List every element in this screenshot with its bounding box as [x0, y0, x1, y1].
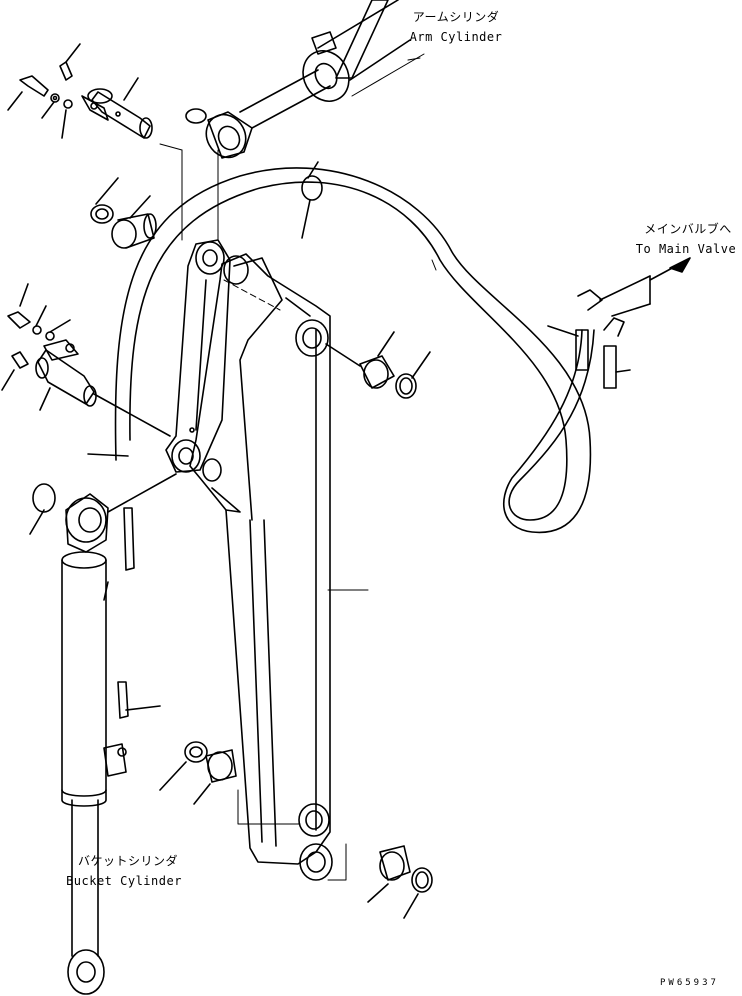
top-pin-and-fasteners: [7, 43, 153, 139]
lower-bushings: [159, 741, 433, 919]
bucket-cylinder-label-en: Bucket Cylinder: [66, 874, 182, 888]
drawing-code: PW65937: [660, 978, 719, 988]
middle-pin-and-fasteners: [1, 283, 171, 437]
arm-cylinder-label-jp: アームシリンダ: [412, 10, 500, 24]
bucket-cylinder-label-jp: バケットシリンダ: [77, 854, 178, 868]
bucket-cylinder: [29, 453, 177, 995]
bucket-link: [165, 239, 231, 473]
bushing-upper-right: [325, 331, 431, 399]
reference-lines: [159, 53, 437, 881]
main-valve-label-en: To Main Valve: [635, 242, 737, 256]
arm-cylinder: [205, 0, 411, 159]
arm-body: [189, 253, 333, 881]
arm-cylinder-label-en: Arm Cylinder: [409, 30, 503, 44]
main-valve-label-jp: メインバルブへ: [644, 222, 732, 236]
bushing-upper-left: [90, 108, 207, 249]
hose-to-main-valve: [114, 161, 691, 534]
